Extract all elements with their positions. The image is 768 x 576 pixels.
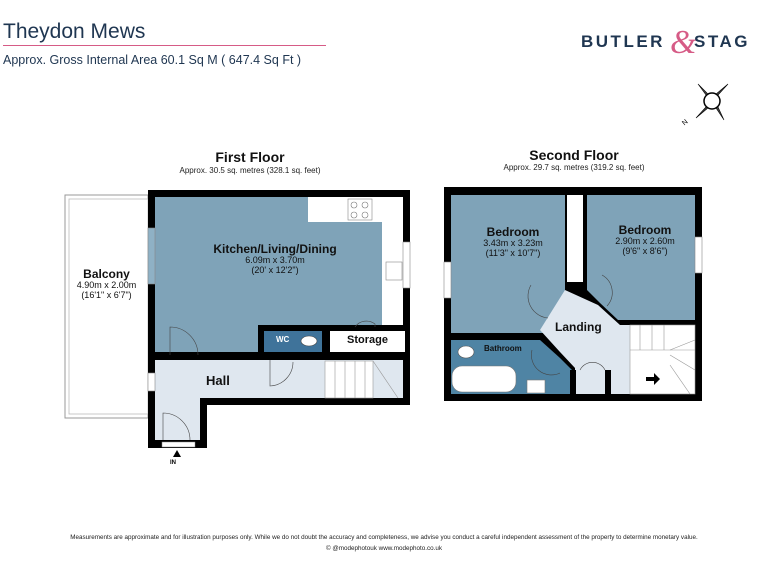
credit: © @modephotouk www.modephoto.co.uk [325, 545, 443, 552]
bedroom-2-area [587, 195, 695, 320]
balcony-label: Balcony 4.90m x 2.00m (16'1" x 6'7") [65, 267, 148, 301]
kitchen-counter [308, 197, 403, 325]
basin-icon [526, 379, 546, 394]
hall-label: Hall [206, 373, 230, 388]
butler-stag-logo: BUTLER & STAG [581, 24, 750, 61]
storage-label: Storage [347, 334, 388, 346]
first-floor-title: First Floor [215, 149, 285, 165]
room-imperial: (11'3" x 10'7") [485, 248, 541, 259]
room-imperial: (9'6" x 8'6") [622, 246, 668, 257]
room-name: Bedroom [618, 223, 672, 237]
balcony [64, 194, 149, 419]
door-swings [162, 320, 376, 441]
stair-direction-arrow-icon [646, 373, 660, 385]
kitchen-label: Kitchen/Living/Dining 6.09m x 3.70m (20'… [170, 242, 380, 276]
bath-icon [451, 365, 517, 393]
window [147, 372, 156, 392]
room-imperial: (20' x 12'2") [251, 265, 299, 276]
toilet-icon [457, 345, 475, 359]
room-imperial: (16'1" x 6'7") [81, 290, 132, 301]
first-floor-area: Approx. 30.5 sq. metres (328.1 sq. feet) [179, 166, 321, 175]
room-metric: 4.90m x 2.00m [76, 280, 137, 291]
compass-north-label: N [681, 118, 689, 127]
landing-label: Landing [555, 320, 602, 334]
second-floor-area: Approx. 29.7 sq. metres (319.2 sq. feet) [503, 163, 645, 172]
window [694, 236, 703, 274]
bedroom-2-label: Bedroom 2.90m x 2.60m (9'6" x 8'6") [600, 223, 690, 257]
bedroom-1-area [451, 195, 565, 333]
entrance-label: IN [170, 460, 176, 466]
window [402, 241, 411, 289]
north-compass-icon: N [681, 83, 729, 127]
room-metric: 2.90m x 2.60m [615, 236, 675, 247]
window [147, 227, 156, 285]
property-title: Theydon Mews [3, 20, 146, 43]
wardrobe [567, 195, 583, 282]
stairs-second [629, 324, 696, 395]
disclaimer: Measurements are approximate and for ill… [70, 534, 698, 541]
door-swings-second [527, 274, 613, 376]
svg-text:BUTLER: BUTLER [581, 32, 665, 51]
room-name: Kitchen/Living/Dining [213, 242, 337, 256]
bathroom-label: Bathroom [484, 344, 522, 353]
hall-stairs [324, 360, 399, 399]
storage-room [330, 331, 405, 352]
room-metric: 6.09m x 3.70m [245, 255, 305, 266]
sink-icon [385, 261, 403, 281]
gross-area: Approx. Gross Internal Area 60.1 Sq M ( … [3, 53, 302, 67]
svg-text:&: & [670, 24, 697, 61]
wc-label: WC [276, 335, 290, 344]
window [443, 261, 452, 299]
entrance-arrow-icon [173, 450, 181, 457]
room-name: Balcony [83, 267, 130, 281]
room-name: Bedroom [486, 225, 540, 239]
room-metric: 3.43m x 3.23m [483, 238, 543, 249]
hob-icon [347, 198, 373, 221]
title-underline [3, 45, 326, 46]
bedroom-1-label: Bedroom 3.43m x 3.23m (11'3" x 10'7") [468, 225, 558, 259]
front-door [161, 441, 196, 448]
svg-text:STAG: STAG [694, 32, 750, 51]
second-floor-title: Second Floor [529, 147, 619, 163]
